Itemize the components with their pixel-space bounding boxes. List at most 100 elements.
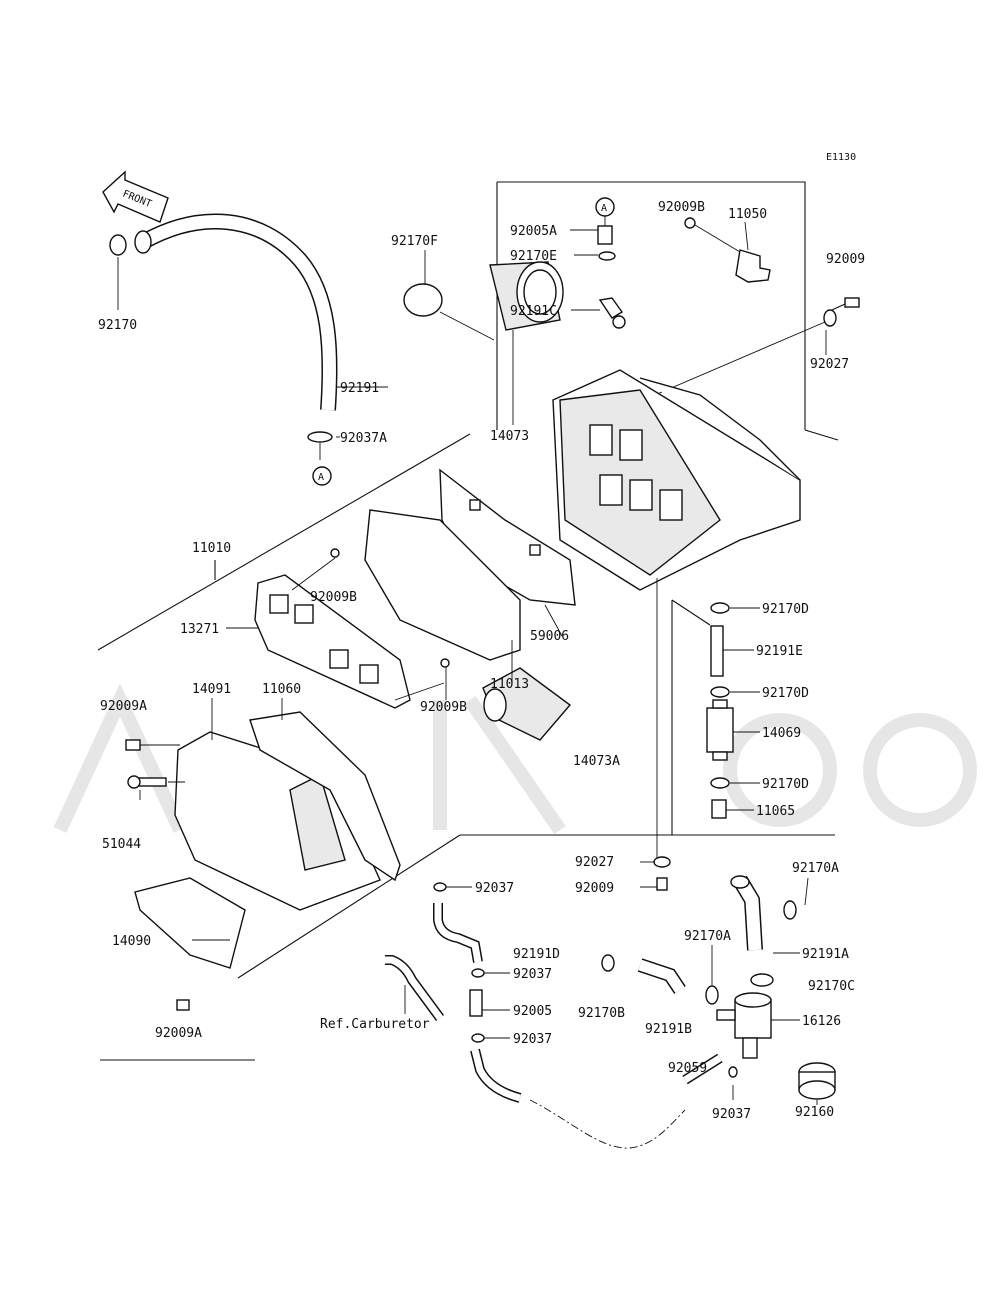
- label-92170C: 92170C: [808, 979, 855, 994]
- label-92170D-1: 92170D: [762, 602, 809, 617]
- duct-14073-icon: [489, 261, 564, 331]
- hose-92191C-icon: [598, 297, 624, 319]
- label-92191: 92191: [340, 381, 379, 396]
- label-14073: 14073: [490, 429, 529, 444]
- label-14069: 14069: [762, 726, 801, 741]
- label-ref-carburetor: Ref.Carburetor: [320, 1017, 430, 1032]
- marker-a-top: A: [595, 197, 615, 217]
- label-92027-top: 92027: [810, 357, 849, 372]
- label-92037-1: 92037: [475, 881, 514, 896]
- label-51044: 51044: [102, 837, 141, 852]
- gasket-11060-icon: [249, 711, 401, 882]
- label-92005A: 92005A: [510, 224, 557, 239]
- clamp-92170A-2-icon: [705, 985, 719, 1005]
- label-92170E: 92170E: [510, 249, 557, 264]
- label-92009B-mid: 92009B: [310, 590, 357, 605]
- label-16126: 16126: [802, 1014, 841, 1029]
- label-92037-2: 92037: [513, 967, 552, 982]
- clamp-92170-icon: [109, 234, 127, 256]
- plug-11065-icon: [711, 799, 727, 819]
- bolt-92009-top-icon: [831, 297, 860, 311]
- valve-16126-icon: [716, 992, 772, 1059]
- watermark: [53, 683, 977, 834]
- label-14091: 14091: [192, 682, 231, 697]
- clamp-92037-4-icon: [728, 1066, 738, 1078]
- clamp-92170F-icon: [403, 283, 443, 317]
- label-92005: 92005: [513, 1004, 552, 1019]
- screw-92009A-top-icon: [125, 739, 141, 751]
- label-92191A: 92191A: [802, 947, 849, 962]
- label-14073A: 14073A: [573, 754, 620, 769]
- svg-text:A: A: [601, 203, 607, 214]
- label-92037A: 92037A: [340, 431, 387, 446]
- label-92009A-low: 92009A: [155, 1026, 202, 1041]
- label-11065: 11065: [756, 804, 795, 819]
- bracket-14090-icon: [134, 877, 246, 969]
- nut-92160-icon: [798, 1062, 836, 1100]
- label-11013: 11013: [490, 677, 529, 692]
- breather-hose-92191: [134, 213, 338, 411]
- diagram-code: E1130: [826, 152, 856, 163]
- stud-51044-icon: [127, 775, 167, 789]
- label-92027-low: 92027: [575, 855, 614, 870]
- label-92170A-2: 92170A: [684, 929, 731, 944]
- label-92170: 92170: [98, 318, 137, 333]
- clamp-92170A-1-icon: [783, 900, 797, 920]
- label-13271: 13271: [180, 622, 219, 637]
- filter-11013-icon: [364, 509, 521, 661]
- washer-92027-top-icon: [823, 309, 837, 327]
- screen-13271-icon: [254, 574, 411, 709]
- label-92191C: 92191C: [510, 304, 557, 319]
- label-92009-top: 92009: [826, 252, 865, 267]
- label-92009B-top: 92009B: [658, 200, 705, 215]
- label-14090: 14090: [112, 934, 151, 949]
- svg-text:A: A: [318, 472, 324, 483]
- label-92009A-top: 92009A: [100, 699, 147, 714]
- bracket-11050-icon: [684, 217, 771, 283]
- clamp-92037-1-icon: [433, 882, 447, 892]
- label-92191B: 92191B: [645, 1022, 692, 1037]
- hose-92191E-icon: [710, 625, 724, 677]
- clamp-92170D-1-icon: [710, 602, 730, 614]
- label-92037-3: 92037: [513, 1032, 552, 1047]
- duct-14073A-icon: [482, 667, 572, 741]
- screw-92009B-low-icon: [440, 658, 450, 668]
- marker-a-left: A: [312, 466, 332, 486]
- label-92170F: 92170F: [391, 234, 438, 249]
- front-arrow-icon: FRONT: [102, 170, 169, 223]
- bolt-92009-low-icon: [656, 877, 668, 891]
- label-92191E: 92191E: [756, 644, 803, 659]
- label-59006: 59006: [530, 629, 569, 644]
- air-cleaner-housing-icon: [552, 369, 801, 591]
- clamp-92037-2-icon: [471, 968, 485, 978]
- label-92170B: 92170B: [578, 1006, 625, 1021]
- frame-lines: [97, 181, 839, 1061]
- clamp-92170C-icon: [750, 973, 774, 987]
- label-11010: 11010: [192, 541, 231, 556]
- washer-92027-low-icon: [653, 856, 671, 868]
- drain-14069-icon: [706, 699, 734, 761]
- label-11050: 11050: [728, 207, 767, 222]
- label-92170D-2: 92170D: [762, 686, 809, 701]
- clamp-92170D-2-icon: [710, 686, 730, 698]
- label-92009-low: 92009: [575, 881, 614, 896]
- screw-92009B-mid-icon: [330, 548, 340, 558]
- label-92160: 92160: [795, 1105, 834, 1120]
- label-92059: 92059: [668, 1061, 707, 1076]
- clamp-92037-3-icon: [471, 1033, 485, 1043]
- clamp-92170E-icon: [598, 251, 616, 261]
- fitting-92005A-icon: [597, 225, 613, 245]
- screw-92009A-low-icon: [176, 999, 190, 1011]
- label-92009B-low: 92009B: [420, 700, 467, 715]
- part-labels: 92170 92191 92037A 92170F 14073 92005A 9…: [98, 200, 865, 1122]
- clamp-92170B-icon: [601, 954, 615, 972]
- label-92191D: 92191D: [513, 947, 560, 962]
- label-92170D-3: 92170D: [762, 777, 809, 792]
- leader-lines: [139, 221, 818, 1105]
- label-92170A-1: 92170A: [792, 861, 839, 876]
- clamp-92037A-icon: [307, 431, 333, 443]
- label-11060: 11060: [262, 682, 301, 697]
- clamp-92170D-3-icon: [710, 777, 730, 789]
- joint-92005-icon: [469, 989, 483, 1017]
